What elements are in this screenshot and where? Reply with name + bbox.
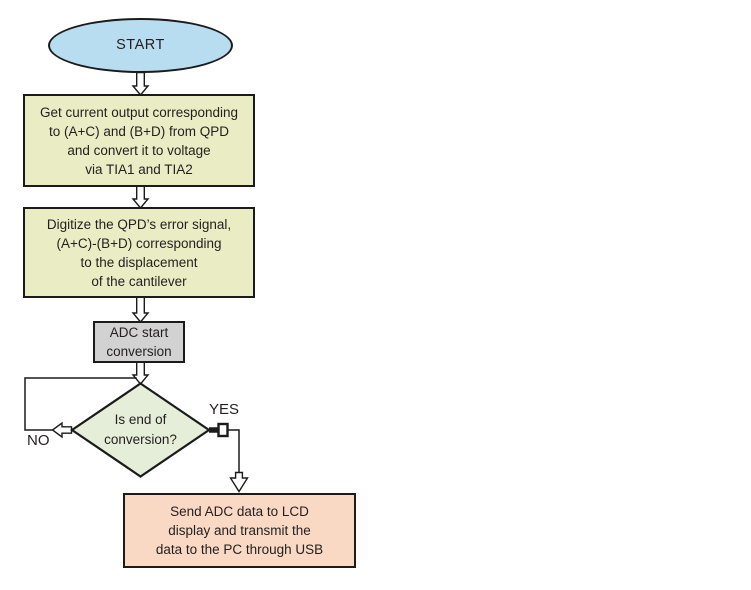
process-text-line: data to the PC through USB bbox=[155, 542, 324, 557]
decision-text-line: conversion? bbox=[104, 432, 177, 447]
acquire-voltage-process: Get current output corresponding to (A+C… bbox=[23, 94, 255, 187]
send-data-process: Send ADC data to LCD display and transmi… bbox=[123, 493, 356, 568]
process-text-line: via TIA1 and TIA2 bbox=[85, 161, 193, 177]
digitize-signal-process: Digitize the QPD’s error signal, (A+C)-(… bbox=[23, 207, 255, 298]
yes-label: YES bbox=[209, 401, 240, 418]
flow-arrow-adc-to-decision bbox=[131, 361, 150, 386]
no-loop-line bbox=[24, 377, 137, 431]
decision-text-line: Is end of bbox=[114, 412, 167, 427]
process-text-line: Get current output corresponding bbox=[39, 104, 239, 120]
no-branch-arrowhead bbox=[51, 421, 73, 439]
process-text-line: Send ADC data to LCD bbox=[170, 504, 309, 519]
adc-start-conversion-process: ADC start conversion bbox=[93, 321, 185, 363]
end-of-conversion-decision: Is end of conversion? bbox=[85, 407, 196, 453]
process-text-line: to the displacement bbox=[80, 254, 198, 270]
process-text-line: to (A+C) and (B+D) from QPD bbox=[48, 123, 230, 139]
process-text-line: display and transmit the bbox=[168, 523, 311, 538]
yes-branch-line bbox=[227, 429, 240, 473]
process-text-line: and convert it to voltage bbox=[67, 142, 211, 158]
flow-arrow-process1-to-process2 bbox=[131, 185, 150, 210]
flow-arrow-start-to-process1 bbox=[131, 71, 150, 97]
decision-diamond bbox=[70, 382, 211, 478]
process-text-line: of the cantilever bbox=[91, 273, 187, 289]
process-text-line: (A+C)-(B+D) corresponding bbox=[56, 235, 222, 251]
yes-branch-arrowhead bbox=[229, 471, 249, 493]
start-node-label: START bbox=[116, 37, 165, 53]
process-text-line: conversion bbox=[106, 344, 172, 359]
no-label: NO bbox=[27, 432, 50, 449]
yes-branch-connector-square bbox=[217, 422, 229, 438]
process-text-line: Digitize the QPD’s error signal, bbox=[46, 216, 232, 232]
flow-arrow-process2-to-adc bbox=[131, 295, 150, 324]
process-text-line: ADC start bbox=[109, 325, 169, 340]
start-node: START bbox=[48, 18, 233, 73]
